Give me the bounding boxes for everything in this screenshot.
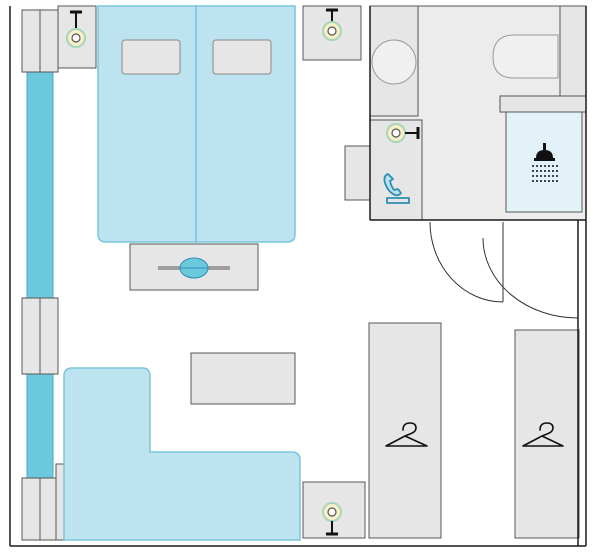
bathtub <box>492 34 559 79</box>
window-top <box>26 71 54 299</box>
walls <box>9 6 587 547</box>
wall-pillar-middle-inner <box>39 297 59 375</box>
pillow-right <box>212 39 272 75</box>
shower-ledge <box>499 95 587 113</box>
pillow-left <box>121 39 181 75</box>
window-bottom <box>26 373 54 479</box>
bed-bench <box>129 243 259 291</box>
windows <box>21 9 65 541</box>
washbasin <box>371 39 417 85</box>
wardrobe-right <box>514 329 580 539</box>
door-swing-right <box>482 237 579 319</box>
double-bed <box>97 5 296 243</box>
nightstand-right <box>302 5 362 61</box>
lamp-icon <box>322 502 342 536</box>
coffee-table <box>190 352 296 405</box>
wall-pillar-bottom-inner <box>39 477 59 541</box>
wall-pillar-top-inner <box>39 9 59 73</box>
phone-shelf <box>344 145 371 201</box>
phone-icon <box>383 173 410 204</box>
wall-pillar-bottom-edge <box>55 463 65 541</box>
wardrobe-left-body <box>368 322 442 539</box>
shower-area <box>505 111 583 213</box>
nightstand-left <box>57 5 97 69</box>
lamp-icon <box>322 8 342 41</box>
wardrobe-left <box>368 322 442 539</box>
bathroom-wall-right <box>559 5 587 97</box>
shower-icon <box>532 143 558 182</box>
hanger-icon <box>385 422 428 447</box>
lamp-icon <box>386 123 420 143</box>
hanger-icon <box>522 422 564 447</box>
lamp-icon <box>66 10 86 48</box>
side-table-sofa <box>302 481 366 539</box>
bathroom <box>344 5 587 221</box>
l-shaped-sofa <box>63 367 301 541</box>
door-swing-left <box>429 221 504 303</box>
